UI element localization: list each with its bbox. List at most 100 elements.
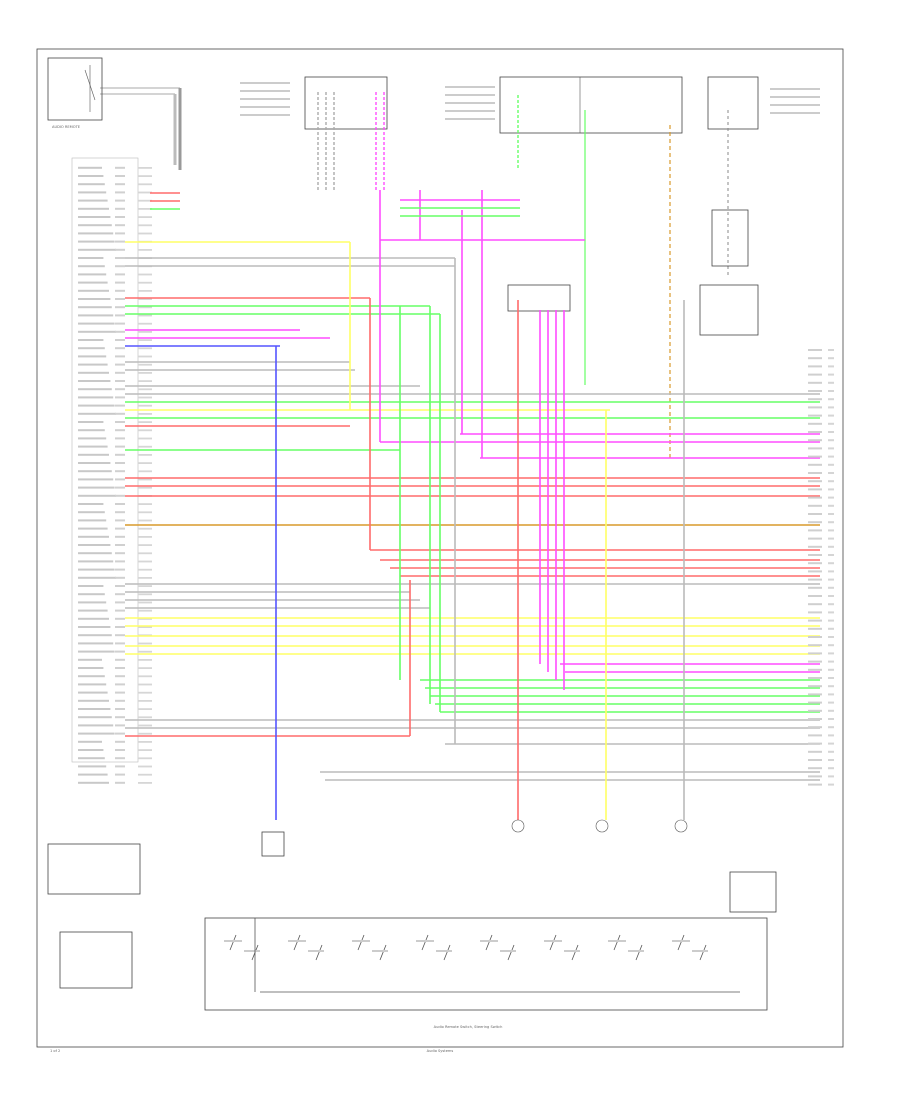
audio-unit-box [71,157,139,763]
pin-label-mark [78,478,114,481]
pin-label-mark [78,462,111,464]
pin-label-mark [78,396,114,399]
wire-id-mark [138,486,152,489]
wire-id-mark [138,782,152,784]
pin-number-mark [115,749,125,751]
pin-number-mark [115,683,125,686]
pin-label-mark [78,273,107,276]
pin-number-mark [115,298,125,300]
switch-contact [229,934,237,951]
pin-label-mark [78,166,102,169]
right-pin-mark [808,455,822,458]
wire-id-mark [138,462,152,464]
right-pin-mark [808,734,822,737]
wire-id-mark [138,503,152,505]
wire-id-mark [138,577,152,579]
pin-label-mark [78,658,102,661]
wire-id-mark [138,167,152,169]
pin-label-mark [78,257,104,259]
pin-number-mark [115,257,125,259]
pin-label-mark [78,412,116,415]
pin-number-mark [115,781,125,784]
pin-number-mark [115,183,125,186]
pin-number-mark [115,667,125,669]
right-pin-mark [828,627,834,630]
wire-id-mark [138,437,152,440]
right-pin-mark [808,398,822,401]
wire-id-mark [138,363,152,366]
right-pin-mark [808,644,822,647]
right-pin-mark [828,422,834,425]
pin-number-mark [115,404,125,407]
switch-label-mark [308,950,324,952]
wire-id-mark [138,732,152,735]
pin-number-mark [115,339,125,341]
right-pin-mark [828,570,834,573]
right-pin-mark [828,603,834,606]
switch-contact [677,934,685,951]
pin-number-mark [115,691,125,694]
top-label-mark [240,98,290,100]
pin-number-mark [115,347,125,350]
right-pin-mark [808,660,822,663]
right-pin-mark [828,595,834,597]
right-pin-mark [808,422,822,425]
right-pin-mark [828,586,834,589]
pin-label-mark [78,437,107,440]
right-pin-mark [828,447,834,450]
horizontal-wires [125,192,820,781]
wire-id-mark [138,527,152,530]
pin-number-mark [115,437,125,440]
wire-id-mark [138,454,152,456]
pin-number-mark [115,773,125,776]
steering-switch-box [204,917,768,1011]
mid-connector-c [711,209,749,267]
pin-number-mark [115,191,125,194]
pin-number-mark [115,708,125,710]
wire-id-mark [138,380,152,382]
pin-label-mark [78,486,115,489]
steering-switches [224,918,740,993]
pin-label-mark [78,773,108,776]
pin-label-mark [78,355,107,358]
top-label-mark [770,88,820,90]
pin-label-mark [78,585,104,587]
right-pin-mark [828,734,834,737]
pin-number-mark [115,355,125,358]
pin-number-mark [115,650,125,653]
pin-labels [78,166,152,784]
ground-symbol-3 [674,819,688,833]
wire-id-mark [138,191,152,194]
wire-id-mark [138,322,152,325]
switch-contact [507,944,515,961]
pin-label-mark [78,667,104,669]
pin-number-mark [115,429,125,432]
pin-label-mark [78,207,109,210]
pin-number-mark [115,216,125,218]
wire-id-mark [138,314,152,317]
right-pin-mark [808,775,822,778]
pin-label-mark [78,347,105,350]
pin-number-mark [115,306,125,309]
right-pin-mark [828,357,834,360]
right-pin-mark [808,357,822,360]
right-pin-mark [808,668,822,671]
diagram-border [36,48,844,1048]
wire-id-mark [138,773,152,776]
pin-number-mark [115,699,125,702]
pin-label-mark [78,429,105,432]
right-pin-mark [828,349,834,351]
vertical-wires [275,190,685,820]
right-pin-mark [828,677,834,679]
wire-id-mark [138,355,152,358]
ground-symbol-2 [595,819,609,833]
pin-number-mark [115,240,125,243]
pin-label-mark [78,232,114,235]
right-pin-mark [808,463,822,466]
wire-id-mark [138,306,152,309]
pin-number-mark [115,626,125,628]
switch-label-mark [480,940,498,942]
pin-number-mark [115,175,125,177]
switch-contact [613,934,621,951]
